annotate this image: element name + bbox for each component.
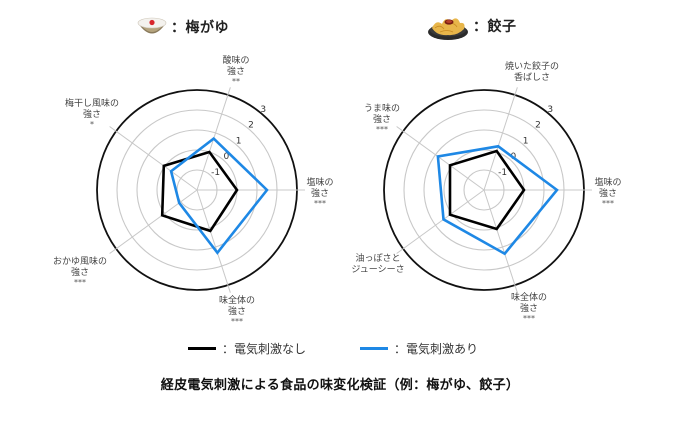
- food-title: 梅がゆ: [185, 20, 229, 36]
- figure-caption: 経皮電気刺激による食品の味変化検証（例：梅がゆ、餃子）: [160, 378, 520, 393]
- axis-label-umeboshi: 梅干し風味の 強さ *: [65, 99, 119, 129]
- gyoza-plate-icon: [428, 18, 468, 40]
- tick-label: 0: [223, 152, 229, 162]
- legend-line-black: [188, 347, 216, 350]
- axis-label-roasted: 焼いた餃子の 香ばしさ: [505, 62, 559, 84]
- axis-label-salty: 塩味の 強さ ***: [306, 178, 333, 208]
- legend-item-with-stimulation: ：電気刺激あり: [360, 340, 478, 357]
- axis-spoke: [483, 87, 518, 191]
- axis-label-umami: うま味の 強さ ***: [364, 104, 400, 134]
- series-polygon: [169, 136, 269, 255]
- axis-spoke: [396, 189, 485, 254]
- axis-label-text: 味全体の 強さ: [510, 293, 548, 314]
- significance-mark: ***: [230, 317, 243, 326]
- legend-label: ：電気刺激あり: [394, 342, 479, 356]
- axis-label-text: 酸味の 強さ: [222, 56, 250, 77]
- axis-label-text: 油っぽさと ジューシーさ: [351, 254, 405, 275]
- header-gyoza: ：餃子: [427, 10, 517, 42]
- food-name-umegayu: ：梅がゆ: [171, 17, 229, 37]
- series-polygon: [448, 149, 526, 231]
- significance-mark: ***: [522, 314, 535, 323]
- legend-line-blue: [360, 347, 388, 350]
- food-name-gyoza: ：餃子: [473, 16, 517, 36]
- tick-label: 1: [523, 136, 529, 146]
- tick-label: 2: [535, 121, 541, 131]
- axis-label-text: 焼いた餃子の 香ばしさ: [504, 62, 560, 83]
- axis-label-text: 塩味の 強さ: [306, 178, 334, 199]
- tick-label: 3: [260, 105, 266, 115]
- legend-item-no-stimulation: ：電気刺激なし: [188, 340, 306, 357]
- significance-mark: ***: [375, 125, 388, 134]
- significance-mark: ***: [73, 278, 86, 287]
- axis-label-sour: 酸味の 強さ **: [222, 56, 249, 86]
- significance-mark: *: [89, 120, 94, 129]
- axis-label-overall: 味全体の 強さ ***: [511, 293, 547, 323]
- axis-label-text: 梅干し風味の 強さ: [64, 99, 120, 120]
- axis-label-salty: 塩味の 強さ ***: [594, 178, 621, 208]
- axis-label-text: うま味の 強さ: [363, 104, 401, 125]
- axis-label-okayu: おかゆ風味の 強さ ***: [53, 257, 107, 287]
- axis-spoke: [109, 126, 198, 191]
- series-polygon: [160, 150, 239, 233]
- series-polygon: [436, 144, 559, 256]
- legend-label: ：電気刺激なし: [222, 342, 307, 356]
- tick-label: -1: [498, 168, 507, 178]
- axis-label-text: おかゆ風味の 強さ: [52, 257, 108, 278]
- axis-label-text: 味全体の 強さ: [218, 296, 256, 317]
- colon: ：: [473, 19, 488, 35]
- axis-label-text: 塩味の 強さ: [594, 178, 622, 199]
- significance-mark: ***: [601, 199, 614, 208]
- tick-label: 2: [248, 121, 254, 131]
- food-title: 餃子: [487, 19, 517, 35]
- colon: ：: [171, 20, 186, 36]
- axis-spoke: [196, 189, 231, 293]
- tick-label: 3: [547, 105, 553, 115]
- rice-porridge-bowl-icon: [137, 17, 167, 34]
- tick-label: 1: [236, 136, 242, 146]
- tick-label: -1: [211, 168, 220, 178]
- significance-mark: **: [231, 77, 240, 86]
- axis-label-oily-juicy: 油っぽさと ジューシーさ: [351, 254, 404, 276]
- axis-spoke: [396, 126, 485, 191]
- axis-spoke: [109, 189, 198, 254]
- header-umegayu: ：梅がゆ: [137, 14, 229, 40]
- axis-label-overall: 味全体の 強さ ***: [219, 296, 255, 326]
- axis-spoke: [483, 189, 518, 293]
- significance-mark: ***: [313, 199, 326, 208]
- legend: ：電気刺激なし ：電気刺激あり: [0, 340, 680, 360]
